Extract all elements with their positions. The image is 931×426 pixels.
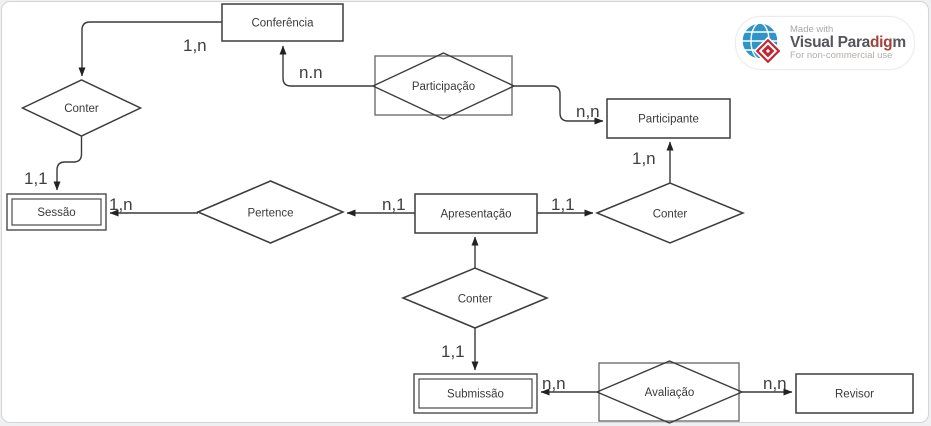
relationship-conter-participante-label: Conter <box>653 209 688 221</box>
cardinality-conferencia-conter: 1,n <box>183 36 207 55</box>
entity-apresentacao: Apresentação <box>414 193 538 234</box>
entity-revisor-label: Revisor <box>835 389 874 401</box>
cardinality-conter-submissao: 1,1 <box>441 342 465 361</box>
visual-paradigm-globe-icon <box>741 22 783 66</box>
relationship-avaliacao-associative: Avaliação <box>595 360 744 424</box>
relationship-pertence-label: Pertence <box>247 208 293 220</box>
connector-conter-to-sessao <box>53 136 83 191</box>
entity-apresentacao-label: Apresentação <box>441 209 512 221</box>
connectors <box>53 21 793 396</box>
entity-conferencia-label: Conferência <box>251 18 314 30</box>
entity-revisor: Revisor <box>795 373 914 414</box>
entity-sessao-weak: Sessão <box>6 193 107 231</box>
relationship-conter-sessao: Conter <box>20 79 143 137</box>
entity-submissao-label: Submissão <box>447 389 504 401</box>
relationship-avaliacao-label: Avaliação <box>645 387 695 399</box>
entity-participante-label: Participante <box>638 114 699 126</box>
visual-paradigm-text: Made with Visual Paradigm For non-commer… <box>790 23 906 62</box>
cardinality-sessao-pertence: 1,n <box>109 195 133 214</box>
relationship-participacao-associative: Participação <box>371 52 516 120</box>
connector-participacao-to-conferencia <box>279 45 373 87</box>
relationship-conter-sessao-label: Conter <box>64 103 99 115</box>
relationship-conter-submissao: Conter <box>401 267 549 329</box>
made-with-label: Made with <box>790 23 834 35</box>
cardinality-apresentacao-conter: 1,1 <box>551 195 575 214</box>
entity-conferencia: Conferência <box>221 3 344 42</box>
relationship-conter-participante: Conter <box>595 182 745 244</box>
cardinality-participacao-participante: n,n <box>576 102 600 121</box>
cardinality-labels: 1,n 1,1 1,n n,1 1,1 1,n n.n n,n 1,1 n,n … <box>24 36 787 393</box>
cardinality-pertence-apresentacao: n,1 <box>382 195 406 214</box>
license-label: For non-commercial use <box>790 50 893 62</box>
connector-conferencia-to-conter <box>78 21 222 77</box>
cardinality-participacao-conferencia: n.n <box>299 63 323 82</box>
cardinality-conter-participante: 1,n <box>632 149 656 168</box>
relationship-conter-submissao-label: Conter <box>458 294 493 306</box>
entity-participante: Participante <box>606 98 731 139</box>
cardinality-avaliacao-revisor: n,n <box>763 374 787 393</box>
entity-submissao-weak: Submissão <box>413 373 538 414</box>
brand-label: Visual Paradigm <box>790 33 906 51</box>
relationship-pertence: Pertence <box>196 180 345 244</box>
cardinality-avaliacao-submissao: n,n <box>542 374 566 393</box>
entity-sessao-label: Sessão <box>37 207 75 219</box>
cardinality-conter-sessao: 1,1 <box>24 169 48 188</box>
relationship-participacao-label: Participação <box>412 81 475 93</box>
visual-paradigm-badge[interactable]: Made with Visual Paradigm For non-commer… <box>735 16 915 70</box>
connector-participacao-to-participante <box>514 85 604 125</box>
